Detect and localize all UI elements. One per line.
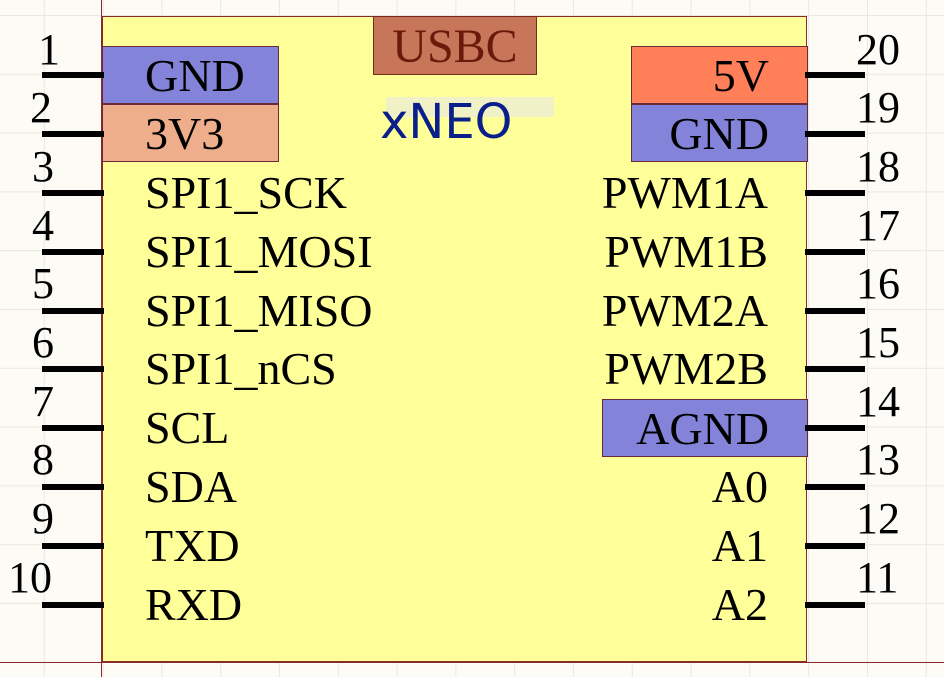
pin-11-label: A2: [711, 579, 768, 630]
pin-18-number: 18: [856, 142, 900, 191]
component-title: xNEO: [380, 94, 513, 150]
pin-13-label: A0: [711, 461, 768, 512]
pin-14-number: 14: [856, 377, 900, 426]
pin-4-line[interactable]: [42, 249, 104, 255]
pin-20-line[interactable]: [805, 72, 865, 78]
pin-17-line[interactable]: [805, 249, 865, 255]
pin-8-number: 8: [32, 435, 54, 484]
pin-2-box[interactable]: 3V3: [102, 104, 279, 162]
pin-4-number: 4: [32, 201, 54, 250]
pin-17-number: 17: [856, 201, 900, 250]
pin-4-label: SPI1_MOSI: [145, 226, 373, 277]
pin-19-line[interactable]: [805, 131, 865, 137]
pin-8-label: SDA: [145, 461, 238, 512]
pin-7-label: SCL: [145, 402, 230, 453]
pin-1-line[interactable]: [42, 72, 104, 78]
pin-15-line[interactable]: [805, 366, 865, 372]
pin-18-line[interactable]: [805, 190, 865, 196]
pin-19-box[interactable]: GND: [631, 104, 808, 162]
pin-3-line[interactable]: [42, 190, 104, 196]
pin-2-number: 2: [30, 83, 52, 132]
pin-9-line[interactable]: [42, 543, 104, 549]
pin-9-number: 9: [32, 494, 54, 543]
pin-2-line[interactable]: [42, 131, 104, 137]
pin-3-label: SPI1_SCK: [145, 167, 347, 218]
pin-6-label: SPI1_nCS: [145, 343, 337, 394]
pin-10-number: 10: [8, 553, 52, 602]
pin-15-number: 15: [856, 318, 900, 367]
pin-6-line[interactable]: [42, 366, 104, 372]
title-highlight: [386, 97, 554, 117]
vertical-grid-guide: [101, 0, 102, 677]
pin-15-label: PWM2B: [604, 343, 768, 394]
pin-9-label: TXD: [145, 520, 240, 571]
pin-10-line[interactable]: [42, 602, 104, 608]
pin-17-label: PWM1B: [604, 226, 768, 277]
pin-1-number: 1: [38, 25, 60, 74]
pin-11-number: 11: [856, 553, 899, 602]
pin-18-label: PWM1A: [601, 167, 768, 218]
horizontal-grid-guide: [0, 662, 944, 663]
pin-11-line[interactable]: [805, 602, 865, 608]
pin-14-line[interactable]: [805, 425, 865, 431]
pin-5-number: 5: [32, 259, 54, 308]
pin-20-box[interactable]: 5V: [631, 46, 808, 104]
pin-6-number: 6: [32, 318, 54, 367]
pin-12-number: 12: [856, 494, 900, 543]
pin-3-number: 3: [32, 142, 54, 191]
pin-12-line[interactable]: [805, 543, 865, 549]
usbc-connector-box[interactable]: USBC: [373, 16, 537, 75]
pin-16-number: 16: [856, 259, 900, 308]
pin-12-label: A1: [711, 520, 768, 571]
pin-19-number: 19: [856, 83, 900, 132]
pin-8-line[interactable]: [42, 484, 104, 490]
pin-10-label: RXD: [145, 579, 243, 630]
pin-14-box[interactable]: AGND: [602, 399, 808, 457]
pin-13-line[interactable]: [805, 484, 865, 490]
pin-20-number: 20: [856, 25, 900, 74]
pin-16-label: PWM2A: [601, 285, 768, 336]
pin-7-line[interactable]: [42, 425, 104, 431]
pin-5-line[interactable]: [42, 308, 104, 314]
pin-5-label: SPI1_MISO: [145, 285, 373, 336]
pin-13-number: 13: [856, 435, 900, 484]
pin-16-line[interactable]: [805, 308, 865, 314]
pin-7-number: 7: [32, 377, 54, 426]
pin-1-box[interactable]: GND: [102, 46, 279, 104]
